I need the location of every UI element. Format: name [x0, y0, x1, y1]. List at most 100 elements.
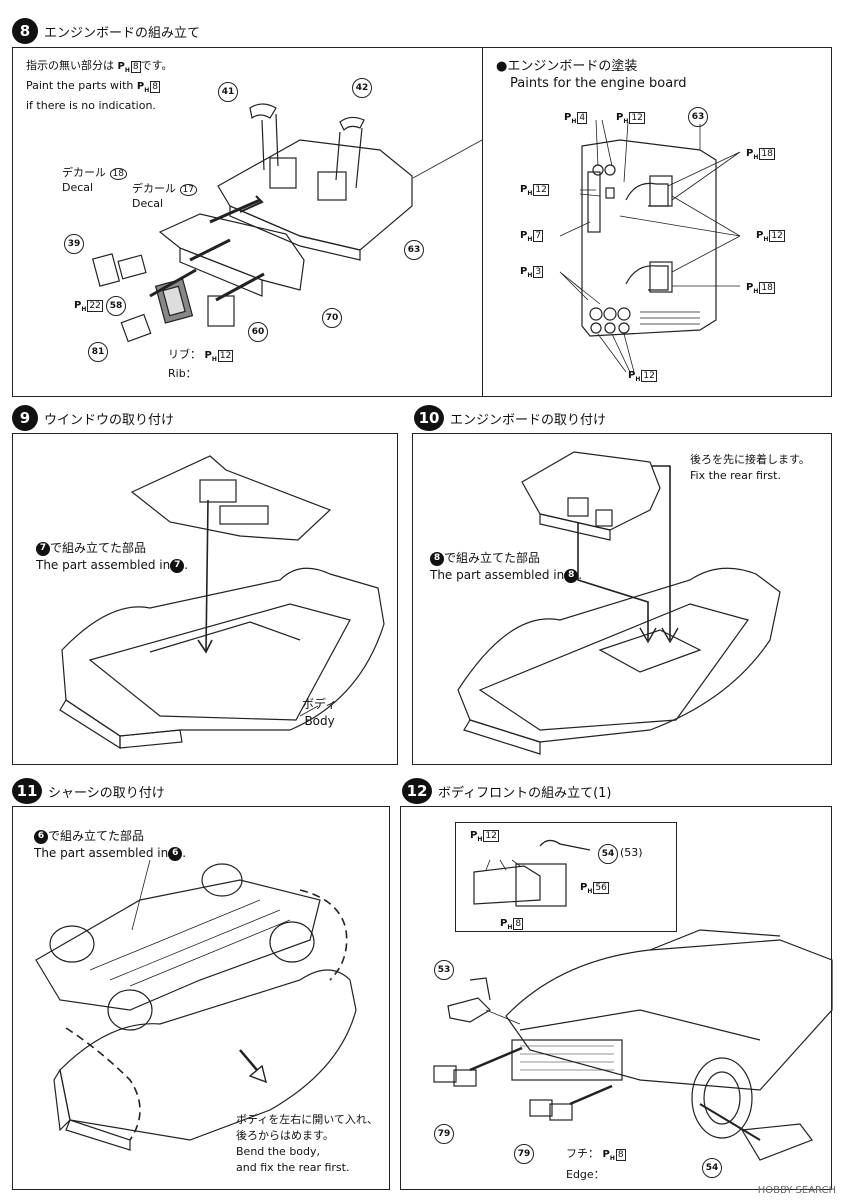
ph-symbol: PH [136, 81, 150, 94]
note-jp2: 後ろからはめます。 [236, 1129, 334, 1142]
ref-step: 6 [34, 829, 48, 844]
decal-number: 17 [179, 184, 197, 196]
rib-jp: リブ： [168, 348, 201, 361]
paint-code: 12 [217, 350, 234, 362]
step-9-panel [12, 433, 398, 765]
part-41: 41 [218, 82, 238, 102]
part-54: 54 [702, 1158, 722, 1178]
step-11-panel [12, 806, 390, 1190]
step-11-header: 11 シャーシの取り付け [12, 778, 165, 804]
step-title: ボディフロントの組み立て(1) [438, 785, 612, 801]
step-number: 11 [12, 778, 42, 804]
part-70: 70 [322, 308, 342, 328]
window-and-body-drawing [59, 455, 385, 750]
step-title: エンジンボードの組み立て [44, 25, 201, 41]
bend-body-note: ボディを左右に開いて入れ、 後ろからはめます。 Bend the body, a… [236, 1112, 378, 1176]
ref-step: 8 [430, 551, 444, 566]
part-en: The part assembled in [430, 568, 565, 582]
part-en: The part assembled in [36, 558, 171, 572]
part-jp: で組み立てた部品 [48, 829, 145, 843]
paint-note-jp-suffix: です。 [140, 59, 173, 72]
paint-code: 22 [87, 300, 103, 312]
watermark: HOBBY SEARCH [757, 1185, 836, 1196]
part-63: 63 [404, 240, 424, 260]
part-42: 42 [352, 78, 372, 98]
paint-guide-title-en: Paints for the engine board [510, 76, 687, 91]
note-en: Fix the rear first. [690, 469, 781, 482]
part-39: 39 [64, 234, 84, 254]
step-number: 10 [414, 405, 444, 431]
step-10-panel [412, 433, 832, 765]
step-number: 8 [12, 18, 38, 44]
part-jp: で組み立てた部品 [444, 551, 541, 565]
paint-note-jp: 指示の無い部分は [26, 59, 114, 72]
step-9-header: 9 ウインドウの取り付け [12, 405, 174, 431]
paint-code: 8 [130, 61, 141, 73]
edge-en: Edge： [566, 1168, 605, 1181]
ph-symbol: PH [117, 61, 130, 74]
ph-symbol: PH [204, 350, 217, 363]
part-60: 60 [248, 322, 268, 342]
part-54: 54 [598, 844, 618, 864]
chassis-install-drawing [35, 859, 357, 1151]
paint-guide-board [412, 119, 741, 373]
body-en: Body [304, 714, 335, 728]
decal-number: 18 [109, 168, 127, 180]
ref-step: 7 [36, 541, 50, 556]
paint-guide-title-jp: ●エンジンボードの塗装 [496, 59, 638, 74]
step-10-header: 10 エンジンボードの取り付け [414, 405, 606, 431]
paint-note-en2: if there is no indication. [26, 99, 156, 112]
note-en1: Bend the body, [236, 1145, 321, 1158]
ph-symbol: PH [74, 300, 87, 313]
step-title: シャーシの取り付け [48, 785, 165, 801]
part-jp: で組み立てた部品 [50, 541, 147, 555]
decal-jp: デカール [132, 182, 176, 195]
part-58: 58 [106, 296, 126, 316]
part-53: 53 [434, 960, 454, 980]
ref-step: 8 [564, 568, 579, 583]
decal-en: Decal [132, 197, 164, 210]
edge-jp: フチ： [566, 1147, 599, 1160]
part-63-guide: 63 [688, 107, 708, 127]
rear-first-note: 後ろを先に接着します。 Fix the rear first. [690, 452, 810, 484]
rib-en: Rib： [168, 367, 197, 380]
decal-en: Decal [62, 181, 94, 194]
step-number: 9 [12, 405, 38, 431]
part-53-alt: (53) [620, 846, 643, 859]
note-en2: and fix the rear first. [236, 1161, 350, 1174]
paint-note-en: Paint the parts with [26, 79, 134, 92]
step-8-header: 8 エンジンボードの組み立て [12, 18, 200, 44]
note-jp: 後ろを先に接着します。 [690, 453, 810, 466]
part-81: 81 [88, 342, 108, 362]
ref-step: 6 [168, 846, 183, 861]
note-jp1: ボディを左右に開いて入れ、 [236, 1113, 379, 1126]
body-front-drawing [433, 839, 833, 1161]
part-79: 79 [434, 1124, 454, 1144]
decal-jp: デカール [62, 166, 106, 179]
step-title: エンジンボードの取り付け [450, 412, 607, 428]
decal-17-label: デカール 17 Decal [132, 182, 197, 211]
part-en: The part assembled in [34, 846, 169, 860]
paint-guide-title: ●エンジンボードの塗装 Paints for the engine board [496, 58, 687, 92]
part-79: 79 [514, 1144, 534, 1164]
ref-step: 7 [170, 558, 185, 573]
engine-board-install-drawing [457, 451, 781, 755]
step-12-header: 12 ボディフロントの組み立て(1) [402, 778, 612, 804]
step-title: ウインドウの取り付け [44, 412, 175, 428]
